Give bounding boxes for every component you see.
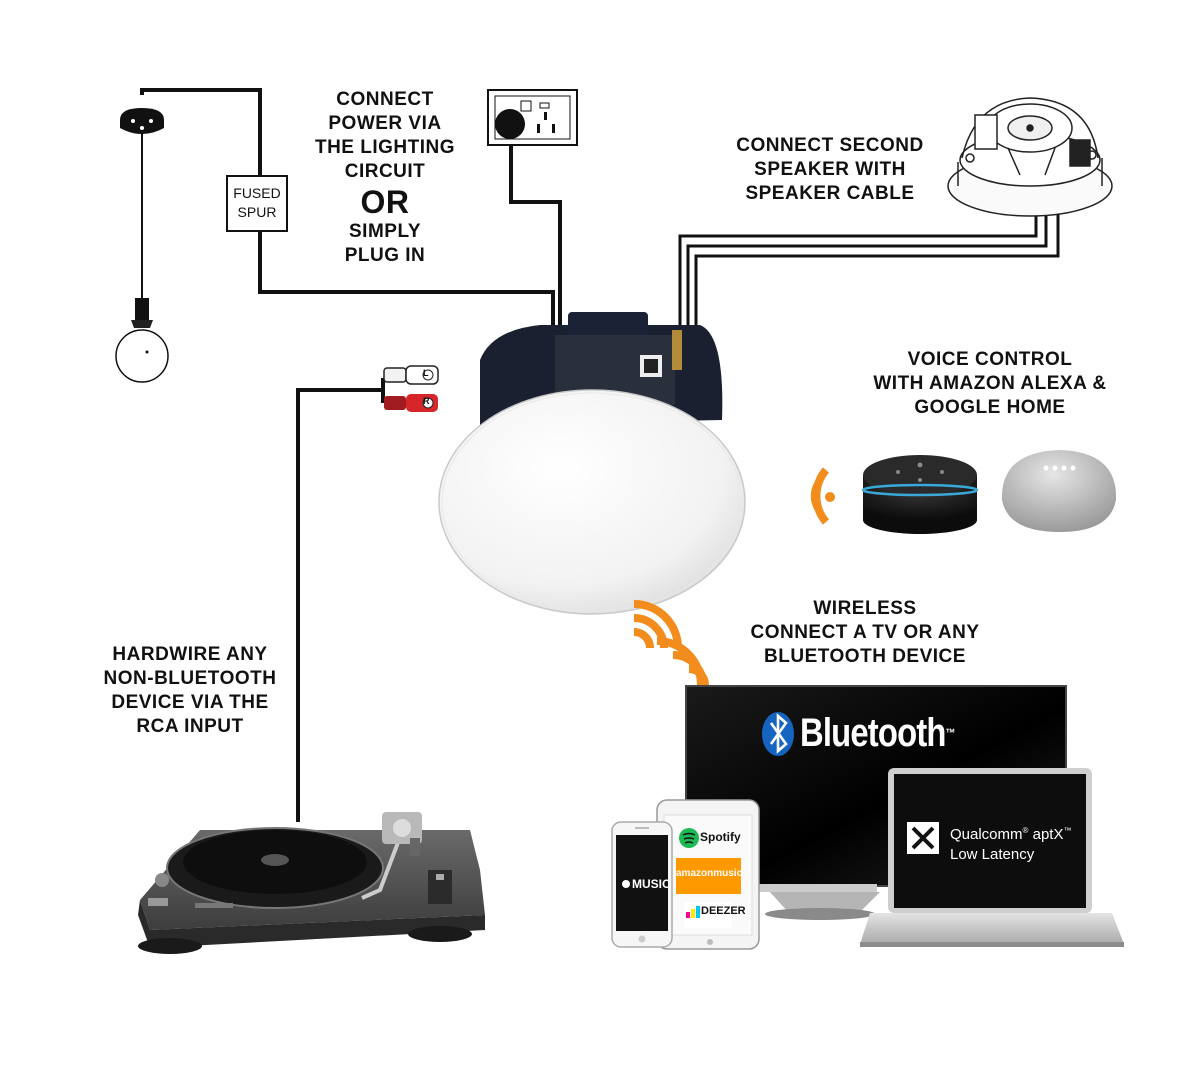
wifi-icon-tv bbox=[656, 637, 709, 686]
rca-white-letter: L bbox=[423, 368, 429, 378]
voice-label: VOICE CONTROL WITH AMAZON ALEXA & GOOGLE… bbox=[845, 348, 1135, 420]
wireless-line-1: WIRELESS bbox=[813, 598, 917, 619]
voice-line-3: GOOGLE HOME bbox=[914, 397, 1066, 418]
power-line-1: CONNECT bbox=[336, 89, 434, 110]
fused-spur-box bbox=[226, 175, 288, 232]
aptx-text: Qualcomm® aptX™ Low Latency bbox=[950, 821, 1071, 865]
ceiling-speaker bbox=[438, 312, 746, 615]
hardwire-label: HARDWIRE ANY NON-BLUETOOTH DEVICE VIA TH… bbox=[80, 643, 300, 739]
power-line-4: CIRCUIT bbox=[344, 161, 426, 182]
second-speaker-label: CONNECT SECOND SPEAKER WITH SPEAKER CABL… bbox=[710, 134, 950, 206]
fused-spur-label: FUSED SPUR bbox=[227, 184, 287, 222]
aptx-icon bbox=[907, 822, 939, 854]
tonearm bbox=[361, 812, 422, 900]
second-speaker-line-1: CONNECT SECOND bbox=[736, 135, 924, 156]
turntable bbox=[138, 812, 485, 954]
bluetooth-icon bbox=[762, 712, 794, 756]
power-line-2: POWER VIA bbox=[328, 113, 442, 134]
hardwire-line-1: HARDWIRE ANY bbox=[112, 644, 268, 665]
tablet bbox=[656, 799, 760, 950]
ceiling-light bbox=[115, 108, 169, 383]
spotify-label: Spotify bbox=[700, 830, 741, 844]
second-speaker-line-3: SPEAKER CABLE bbox=[745, 183, 915, 204]
hardwire-line-2: NON-BLUETOOTH bbox=[103, 668, 277, 689]
voice-line-2: WITH AMAZON ALEXA & bbox=[873, 373, 1107, 394]
wall-socket bbox=[487, 89, 578, 146]
deezer-bars bbox=[686, 906, 700, 918]
amazon-music-label: amazonmusic bbox=[676, 868, 743, 879]
fused-spur-line-2: SPUR bbox=[237, 204, 277, 220]
bluetooth-text: Bluetooth bbox=[800, 711, 946, 755]
rca-plugs bbox=[383, 365, 439, 412]
echo-dot bbox=[861, 455, 979, 534]
aptx-line-1: Qualcomm® aptX™ bbox=[950, 826, 1072, 843]
rca-cable bbox=[296, 378, 385, 822]
second-speaker-line-2: SPEAKER WITH bbox=[754, 159, 906, 180]
plug-line-1: SIMPLY bbox=[349, 221, 421, 242]
voice-line-1: VOICE CONTROL bbox=[907, 349, 1073, 370]
wireless-line-3: BLUETOOTH DEVICE bbox=[764, 646, 966, 667]
apple-music-label: MUSIC bbox=[632, 877, 671, 891]
second-speaker-drawing bbox=[947, 97, 1113, 217]
google-home-mini bbox=[1001, 450, 1117, 532]
wifi-icon-voice bbox=[810, 467, 830, 525]
deezer-label: DEEZER bbox=[701, 905, 746, 917]
or-label: OR bbox=[360, 184, 410, 220]
bluetooth-tm: ™ bbox=[945, 726, 956, 740]
wireless-label: WIRELESS CONNECT A TV OR ANY BLUETOOTH D… bbox=[720, 597, 1010, 669]
wireless-line-2: CONNECT A TV OR ANY bbox=[750, 622, 980, 643]
hardwire-line-4: RCA INPUT bbox=[136, 716, 244, 737]
rca-red-letter: R bbox=[423, 396, 430, 406]
hardwire-line-3: DEVICE VIA THE bbox=[111, 692, 269, 713]
plug-line-2: PLUG IN bbox=[344, 245, 426, 266]
laptop bbox=[860, 768, 1124, 947]
tv-bluetooth-wordmark: Bluetooth™ bbox=[800, 709, 955, 757]
power-line-3: THE LIGHTING bbox=[314, 137, 456, 158]
apple-icon bbox=[622, 880, 630, 888]
power-label: CONNECT POWER VIA THE LIGHTING CIRCUIT O… bbox=[305, 88, 465, 268]
fused-spur-line-1: FUSED bbox=[233, 185, 281, 201]
aptx-line-2: Low Latency bbox=[950, 846, 1035, 863]
